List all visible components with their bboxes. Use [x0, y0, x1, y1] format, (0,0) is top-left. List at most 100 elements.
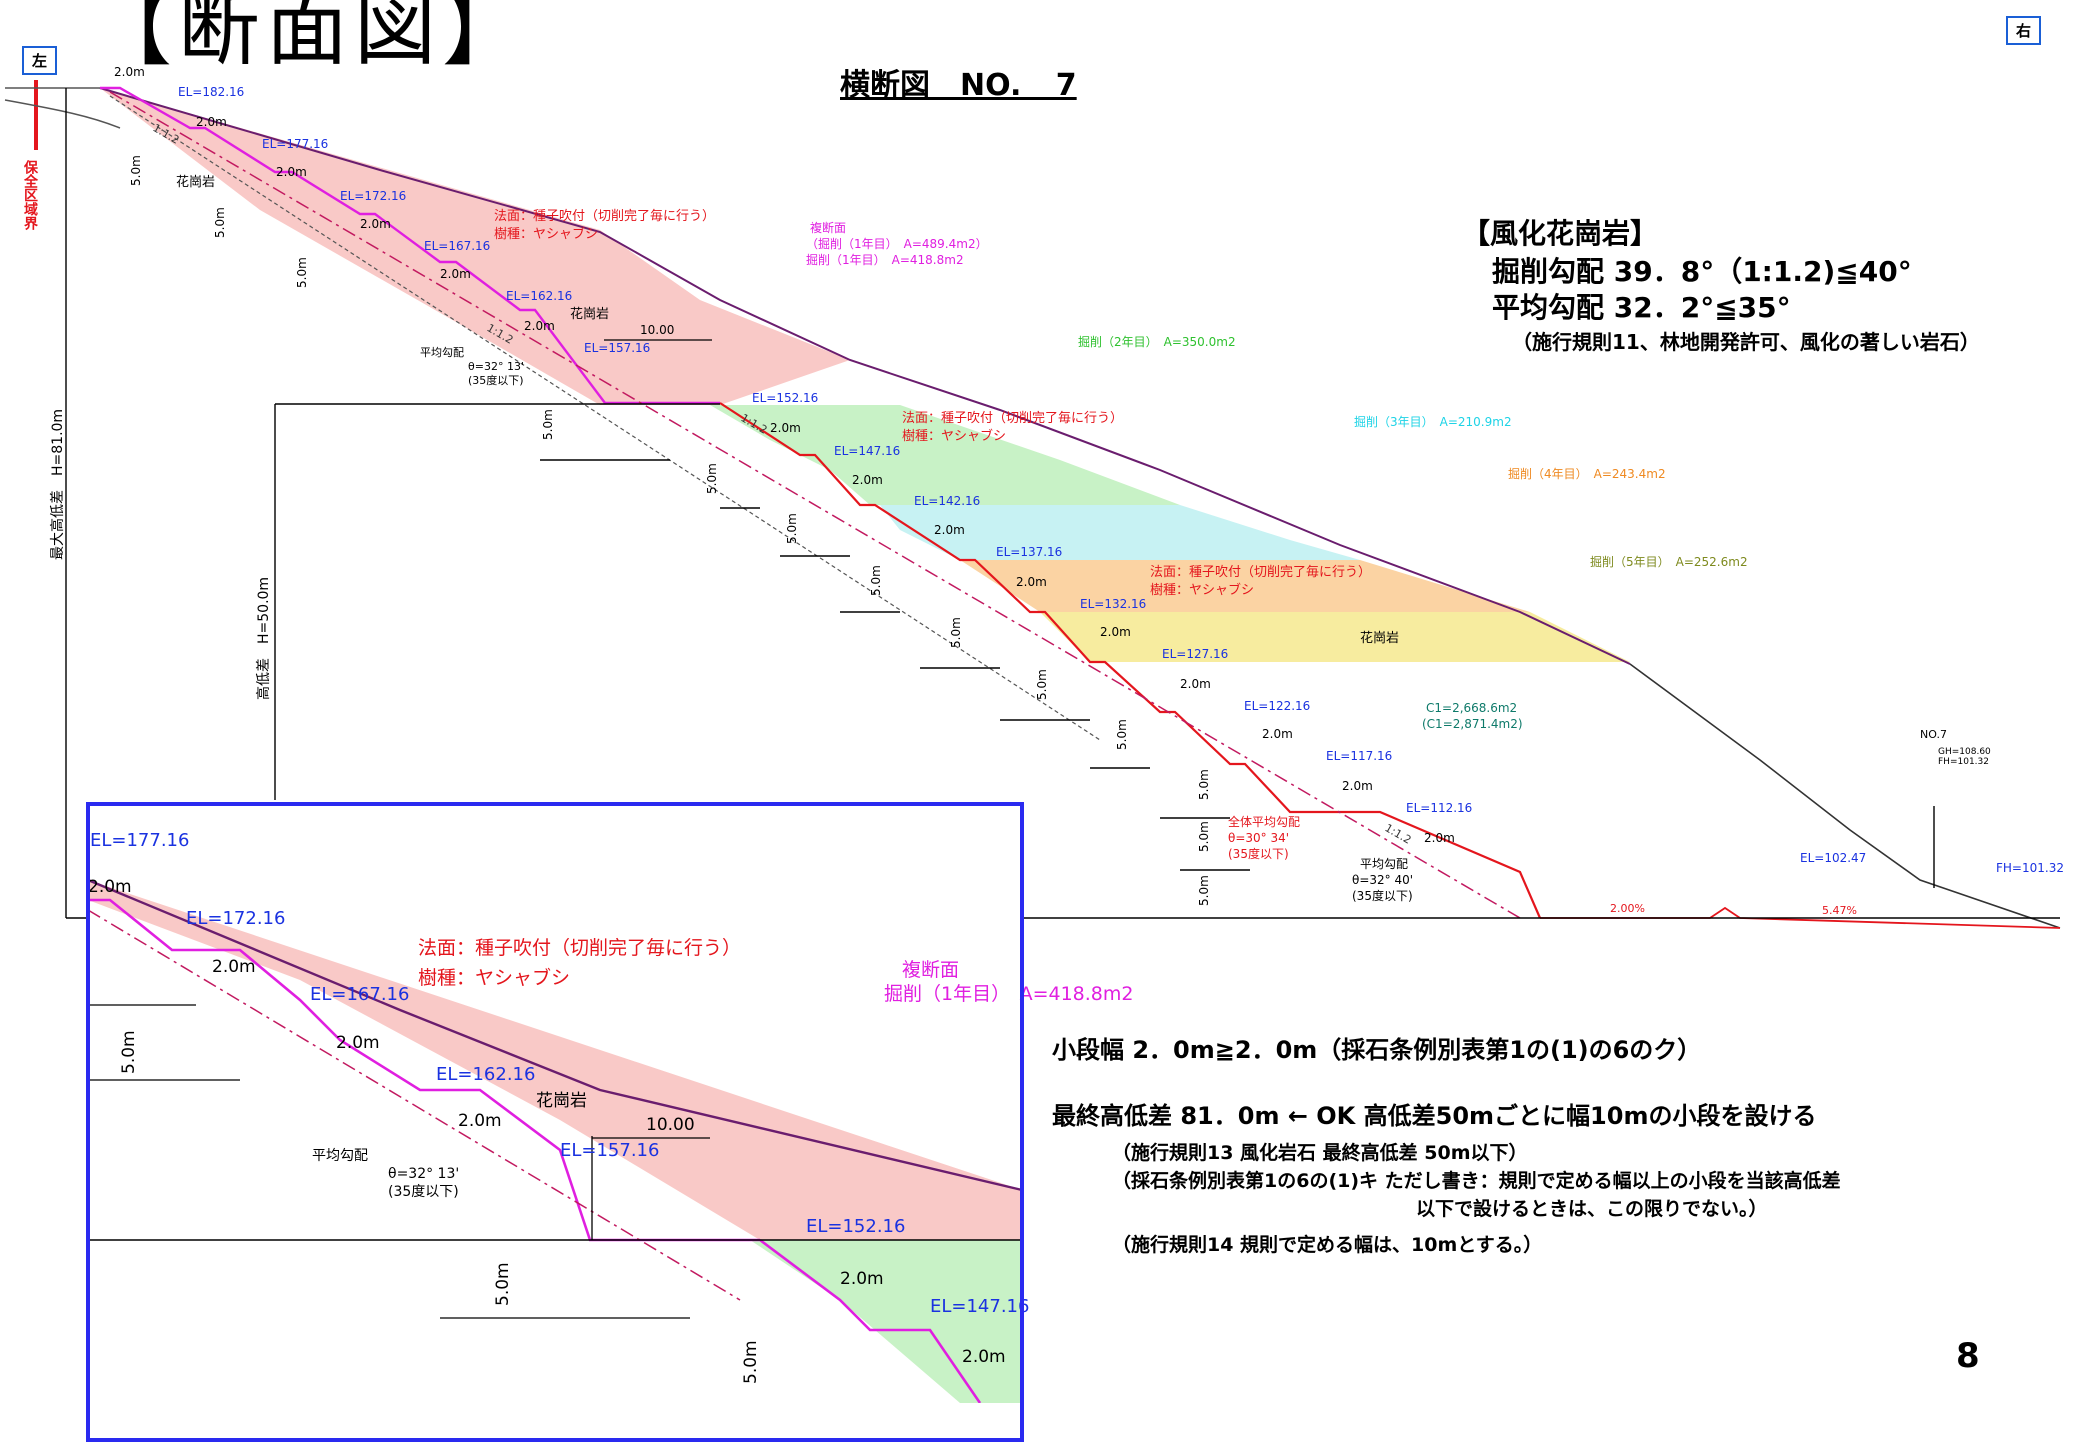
el-162: EL=162.16 — [506, 289, 572, 303]
composite-label: 掘削（1年目） A=418.8m2 — [806, 252, 964, 267]
phase2-area — [710, 405, 1180, 505]
tree-note: 樹種：ヤシャブシ — [494, 226, 598, 242]
design-benches-lower — [719, 402, 1542, 919]
inset-bench-width: 2.0m — [962, 1347, 1006, 1367]
left-marker: 左 — [22, 46, 58, 75]
avg-slope: 平均勾配 — [420, 346, 464, 359]
drawing-title: 横断図 NO. 7 — [840, 68, 1077, 103]
bench-height: 5.0m — [295, 257, 309, 288]
fh-101: FH=101.32 — [1996, 861, 2064, 875]
lower-slope: θ=32° 40' — [1352, 873, 1413, 887]
bench-height: 5.0m — [213, 207, 227, 238]
bench-height: 5.0m — [1115, 719, 1129, 750]
phase5-label: 掘削（5年目） A=252.6m2 — [1590, 554, 1748, 569]
bench-height: 5.0m — [1197, 821, 1211, 852]
lower-slope: 平均勾配 — [1360, 857, 1408, 871]
inset-frame — [86, 802, 1024, 1442]
average-slope-line — [109, 91, 1521, 919]
bench-width: 2.0m — [1016, 575, 1047, 589]
phase4-area — [960, 560, 1530, 612]
bench-width: 2.0m — [852, 473, 883, 487]
note-final: 最終高低差 81．0m ← OK 高低差50mごとに幅10mの小段を設ける — [1052, 1102, 1817, 1130]
composite-label: 複断面 — [810, 220, 846, 235]
station-no: NO.7 — [1920, 728, 1947, 741]
el-137: EL=137.16 — [996, 545, 1062, 559]
grade-2: 5.47% — [1822, 904, 1857, 917]
area-total: (C1=2,871.4m2) — [1422, 717, 1523, 731]
el-117: EL=117.16 — [1326, 749, 1392, 763]
overall-slope: (35度以下) — [1228, 846, 1289, 861]
inset-bench-height: 5.0m — [493, 1262, 513, 1306]
station-gh: GH=108.60 — [1938, 747, 1991, 757]
avg-slope: θ=32° 13' — [468, 360, 524, 373]
inset-el-162: EL=162.16 — [436, 1064, 535, 1085]
inset-seed-note: 法面：種子吹付（切削完了毎に行う） — [418, 937, 741, 959]
avg-slope: (35度以下) — [468, 373, 524, 387]
bench-width: 2.0m — [440, 267, 471, 281]
inset-bench-width: 2.0m — [336, 1033, 380, 1053]
rock-label: 花崗岩 — [1360, 630, 1399, 646]
bench-width: 2.0m — [276, 165, 307, 179]
rock-header: 【風化花崗岩】 — [1462, 217, 1659, 250]
bench-width: 2.0m — [114, 65, 145, 79]
seed-note: 法面：種子吹付（切削完了毎に行う） — [1150, 564, 1371, 580]
inset-bench-width: 2.0m — [840, 1269, 884, 1289]
grade-1: 2.00% — [1610, 902, 1645, 915]
overall-slope: θ=30° 34' — [1228, 831, 1289, 845]
overall-slope: 全体平均勾配 — [1228, 814, 1300, 829]
tree-note: 樹種：ヤシャブシ — [1150, 582, 1254, 598]
inset-bench-width: 2.0m — [458, 1111, 502, 1131]
boundary-label: 保全区域界 — [22, 159, 39, 231]
bench-width: 2.0m — [1180, 677, 1211, 691]
height-diff-label: 高低差 H=50.0m — [255, 577, 272, 700]
el-112: EL=112.16 — [1406, 801, 1472, 815]
inset-tree-note: 樹種：ヤシャブシ — [418, 966, 570, 989]
bench-height: 5.0m — [1035, 669, 1049, 700]
bench-height: 5.0m — [541, 409, 555, 440]
note-exception2: 以下で設けるときは、この限りでない。） — [1416, 1198, 1768, 1220]
page-heading: 【断面図】 — [90, 0, 531, 77]
phase2-label: 掘削（2年目） A=350.0m2 — [1078, 334, 1236, 349]
el-167: EL=167.16 — [424, 239, 490, 253]
area-total: C1=2,668.6m2 — [1426, 701, 1517, 715]
bench-width: 2.0m — [524, 319, 555, 333]
el-102: EL=102.47 — [1800, 851, 1866, 865]
rock-cut-slope: 掘削勾配 39．8°（1:1.2)≦40° — [1492, 255, 1912, 288]
detail-inset: EL=177.16 EL=172.16 EL=167.16 EL=162.16 … — [87, 804, 1134, 1403]
phase1-ground — [99, 87, 1631, 665]
el-152: EL=152.16 — [752, 391, 818, 405]
page-number: 8 — [1956, 1336, 1980, 1376]
phase1-area — [100, 88, 850, 405]
el-127: EL=127.16 — [1162, 647, 1228, 661]
bench-width: 2.0m — [1342, 779, 1373, 793]
inset-bench-width: 2.0m — [212, 957, 256, 977]
bench-height: 5.0m — [1197, 875, 1211, 906]
bench-height: 5.0m — [949, 617, 963, 648]
rock-label: 花崗岩 — [570, 306, 609, 322]
inset-avg-slope: 平均勾配 — [312, 1148, 368, 1164]
el-122: EL=122.16 — [1244, 699, 1310, 713]
bench-width: 2.0m — [1424, 831, 1455, 845]
inset-avg-slope: θ=32° 13' — [388, 1166, 459, 1182]
inset-el-177: EL=177.16 — [90, 830, 189, 851]
phase3-area — [880, 505, 1360, 560]
inset-bench-width: 2.0m — [88, 877, 132, 897]
inset-el-172: EL=172.16 — [186, 908, 285, 929]
bench-height: 5.0m — [1197, 769, 1211, 800]
inset-el-157: EL=157.16 — [560, 1140, 659, 1161]
inset-composite: 掘削（1年目） A=418.8m2 — [884, 983, 1134, 1005]
existing-ground — [1629, 663, 2061, 929]
el-177: EL=177.16 — [262, 137, 328, 151]
seed-note: 法面：種子吹付（切削完了毎に行う） — [494, 208, 715, 224]
seed-note: 法面：種子吹付（切削完了毎に行う） — [902, 410, 1123, 426]
note-rule14: （施行規則14 規則で定める幅は、10mとする。） — [1112, 1234, 1543, 1256]
bench-10m: 10.00 — [640, 323, 674, 337]
el-172: EL=172.16 — [340, 189, 406, 203]
bench-height: 5.0m — [129, 155, 143, 186]
phase4-label: 掘削（4年目） A=243.4m2 — [1508, 466, 1666, 481]
inset-composite: 複断面 — [902, 959, 959, 981]
station-fh: FH=101.32 — [1938, 757, 1989, 767]
phase5-area — [1040, 612, 1630, 662]
bench-height: 5.0m — [785, 513, 799, 544]
lower-slope: (35度以下) — [1352, 888, 1413, 903]
